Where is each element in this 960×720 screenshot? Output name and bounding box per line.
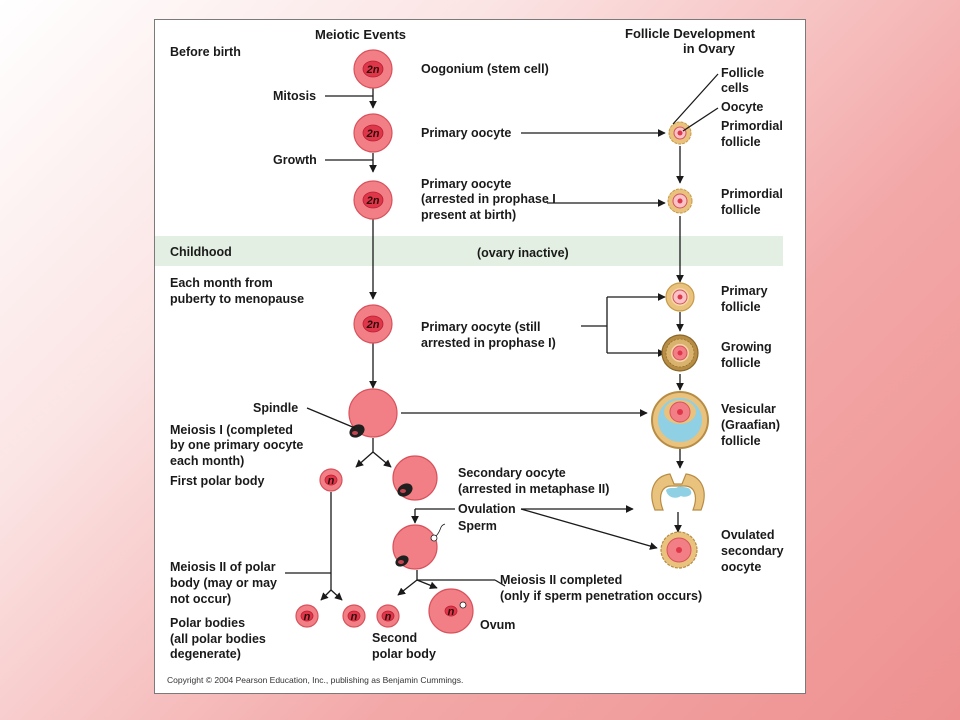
growing-follicle <box>661 334 699 372</box>
oogonium-cell: 2n <box>353 49 393 89</box>
svg-text:n: n <box>304 611 311 623</box>
label-meiosis2-polar-1: Meiosis II of polar <box>170 560 276 574</box>
label-arrested-1: Primary oocyte <box>421 177 511 191</box>
primordial-follicle-2 <box>667 188 693 214</box>
stage-ovary-inactive: (ovary inactive) <box>477 246 569 260</box>
svg-text:2n: 2n <box>366 195 380 207</box>
label-meiosis2-polar-3: not occur) <box>170 592 231 606</box>
primary-oocyte-cell: 2n <box>353 113 393 153</box>
stage-childhood: Childhood <box>170 245 232 259</box>
second-polar-body: n <box>376 604 400 628</box>
sperm-entry-oocyte <box>392 523 446 570</box>
label-ovulation: Ovulation <box>458 502 516 516</box>
label-growing-2: follicle <box>721 356 761 370</box>
figure-card: Meiotic Events Follicle Development in O… <box>154 19 806 694</box>
label-sperm: Sperm <box>458 519 497 533</box>
label-primordial-2: follicle <box>721 135 761 149</box>
first-polar-body: n <box>319 468 343 492</box>
header-in-ovary: in Ovary <box>683 41 736 56</box>
header-follicle-development: Follicle Development <box>625 26 756 41</box>
label-primordial2-1: Primordial <box>721 187 783 201</box>
label-mitosis: Mitosis <box>273 89 316 103</box>
arrested-oocyte-cell: 2n <box>353 180 393 220</box>
svg-text:n: n <box>351 611 358 623</box>
primary-follicle <box>665 282 695 312</box>
stage-monthly-2: puberty to menopause <box>170 292 304 306</box>
label-vesicular-3: follicle <box>721 434 761 448</box>
label-arrested-2: (arrested in prophase I <box>421 192 556 206</box>
label-ovulated-3: oocyte <box>721 560 761 574</box>
label-vesicular-1: Vesicular <box>721 402 776 416</box>
label-still-arrested-1: Primary oocyte (still <box>421 320 541 334</box>
label-still-arrested-2: arrested in prophase I) <box>421 336 556 350</box>
secondary-oocyte <box>392 455 438 501</box>
label-polar-bodies-1: Polar bodies <box>170 616 245 630</box>
label-second-polar-2: polar body <box>372 647 436 661</box>
label-oocyte: Oocyte <box>721 100 763 114</box>
label-primary-follicle-2: follicle <box>721 300 761 314</box>
svg-text:n: n <box>448 606 455 618</box>
label-meiosis1-3: each month) <box>170 454 244 468</box>
childhood-band <box>155 236 783 266</box>
label-meiosis1-2: by one primary oocyte <box>170 438 303 452</box>
label-secondary-2: (arrested in metaphase II) <box>458 482 609 496</box>
label-meiosis2-polar-2: body (may or may <box>170 576 277 590</box>
label-ovum: Ovum <box>480 618 515 632</box>
label-polar-bodies-3: degenerate) <box>170 647 241 661</box>
svg-text:n: n <box>385 611 392 623</box>
ovum-cell: n <box>428 588 474 634</box>
label-ovulated-1: Ovulated <box>721 528 775 542</box>
label-follicle-cells-1: Follicle <box>721 66 764 80</box>
label-follicle-cells-2: cells <box>721 81 749 95</box>
label-growth: Growth <box>273 153 317 167</box>
label-growing-1: Growing <box>721 340 772 354</box>
ovulated-oocyte <box>660 531 698 569</box>
label-primordial2-2: follicle <box>721 203 761 217</box>
label-meiosis2-done-2: (only if sperm penetration occurs) <box>500 589 702 603</box>
primordial-follicle-1 <box>668 121 692 145</box>
header-meiotic-events: Meiotic Events <box>315 27 406 42</box>
polar-body-right: n <box>342 604 366 628</box>
label-primary-follicle-1: Primary <box>721 284 768 298</box>
meiosis-one-oocyte <box>348 388 398 438</box>
svg-text:2n: 2n <box>366 128 380 140</box>
label-first-polar-body: First polar body <box>170 474 265 488</box>
copyright-note: Copyright © 2004 Pearson Education, Inc.… <box>167 675 463 685</box>
stage-before-birth: Before birth <box>170 45 241 59</box>
label-ovulated-2: secondary <box>721 544 784 558</box>
svg-text:2n: 2n <box>366 319 380 331</box>
label-oogonium: Oogonium (stem cell) <box>421 62 549 76</box>
label-vesicular-2: (Graafian) <box>721 418 780 432</box>
label-meiosis1-1: Meiosis I (completed <box>170 423 293 437</box>
label-primordial-1: Primordial <box>721 119 783 133</box>
label-second-polar-1: Second <box>372 631 417 645</box>
label-spindle: Spindle <box>253 401 298 415</box>
oogenesis-diagram: Meiotic Events Follicle Development in O… <box>155 26 784 685</box>
label-secondary-1: Secondary oocyte <box>458 466 566 480</box>
label-meiosis2-done-1: Meiosis II completed <box>500 573 622 587</box>
label-arrested-3: present at birth) <box>421 208 516 222</box>
label-polar-bodies-2: (all polar bodies <box>170 632 266 646</box>
vesicular-follicle <box>651 391 709 449</box>
stage-monthly-1: Each month from <box>170 276 273 290</box>
still-arrested-oocyte-cell: 2n <box>353 304 393 344</box>
svg-text:2n: 2n <box>366 64 380 76</box>
ruptured-follicle <box>651 473 705 511</box>
label-primary-oocyte: Primary oocyte <box>421 126 511 140</box>
polar-body-left: n <box>295 604 319 628</box>
svg-text:n: n <box>328 475 335 487</box>
